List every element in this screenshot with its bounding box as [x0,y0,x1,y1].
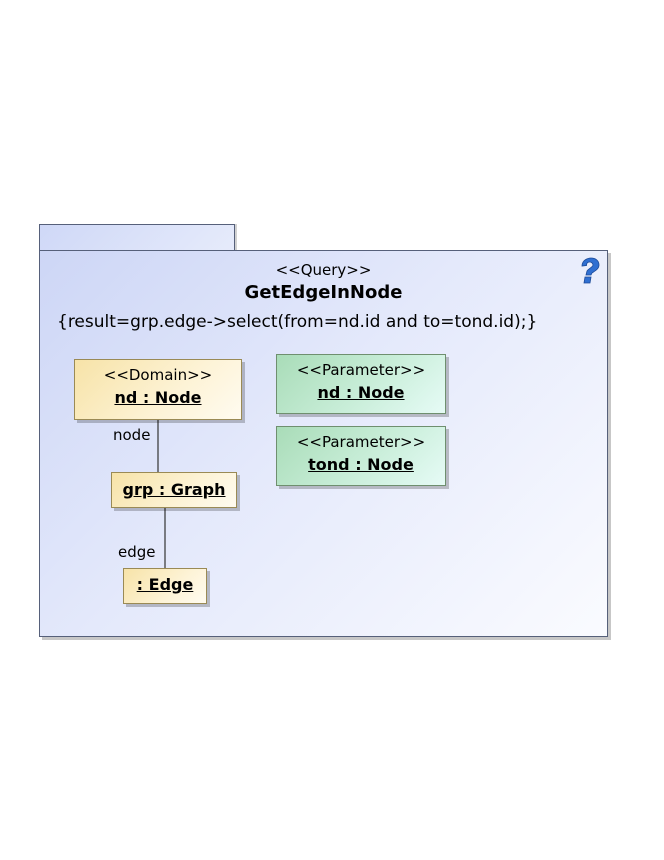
package-tab [39,224,235,250]
domain-nd-node-name: nd : Node [114,388,202,407]
domain-stereotype: <<Domain>> [103,366,213,384]
node-link-label: node [113,426,151,444]
parameter-tond-node-box[interactable]: <<Parameter>> tond : Node [276,426,446,486]
domain-nd-node-box[interactable]: <<Domain>> nd : Node [74,359,242,420]
parameter-nd-stereotype: <<Parameter>> [296,361,426,379]
edge-link-label: edge [118,543,156,561]
question-mark-icon[interactable] [577,257,601,285]
parameter-tond-node-name: tond : Node [308,455,414,474]
query-name: GetEdgeInNode [244,282,403,303]
query-stereotype: <<Query>> [275,261,372,279]
parameter-nd-node-name: nd : Node [317,383,405,402]
parameter-tond-stereotype: <<Parameter>> [296,433,426,451]
parameter-nd-node-box[interactable]: <<Parameter>> nd : Node [276,354,446,414]
grp-graph-name: grp : Graph [122,480,226,499]
edge-box[interactable]: : Edge [123,568,207,604]
grp-graph-box[interactable]: grp : Graph [111,472,237,508]
edge-name: : Edge [136,575,194,594]
query-constraint: {result=grp.edge->select(from=nd.id and … [57,312,538,332]
